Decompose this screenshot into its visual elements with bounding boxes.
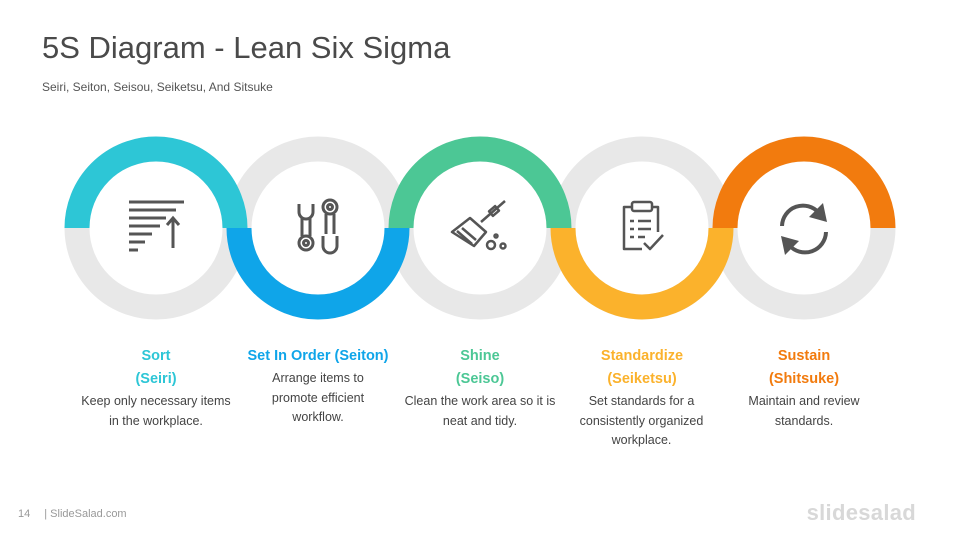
step-shine-subtitle: (Seiso) xyxy=(455,371,505,387)
step-sustain-description: Maintain and review standards. xyxy=(748,394,860,428)
brand-logo: slidesalad xyxy=(806,500,916,525)
arc-shine xyxy=(388,136,572,229)
step-sustain-title: Sustain xyxy=(777,348,831,364)
arc-standardize xyxy=(550,227,734,320)
sort-ascending-icon xyxy=(129,200,184,252)
page-title: 5S Diagram - Lean Six Sigma xyxy=(42,30,451,65)
arc-sort xyxy=(64,136,248,229)
footer: 14 | SlideSalad.com xyxy=(18,508,127,520)
step-sort: Sort (Seiri) Keep only necessary items i… xyxy=(71,345,241,431)
step-set-in-order: Set In Order (Seiton) Arrange items to p… xyxy=(228,345,408,428)
step-shine-title: Shine xyxy=(460,348,500,364)
step-set-in-order-title: Set In Order (Seiton) xyxy=(247,348,389,364)
step-sort-subtitle: (Seiri) xyxy=(135,371,177,387)
step-shine: Shine (Seiso) Clean the work area so it … xyxy=(395,345,565,431)
step-sustain-subtitle: (Shitsuke) xyxy=(768,371,840,387)
step-set-in-order-description: Arrange items to promote efficient workf… xyxy=(271,371,365,424)
refresh-cycle-icon xyxy=(780,203,828,255)
footer-source: | SlideSalad.com xyxy=(44,508,127,520)
broom-icon xyxy=(450,200,507,251)
page-number: 14 xyxy=(18,508,31,520)
step-sort-title: Sort xyxy=(141,348,171,364)
step-shine-description: Clean the work area so it is neat and ti… xyxy=(404,394,556,428)
step-standardize-title: Standardize xyxy=(600,348,684,364)
checklist-clipboard-icon xyxy=(622,200,664,251)
step-standardize-description: Set standards for a consistently organiz… xyxy=(579,394,704,447)
step-standardize-subtitle: (Seiketsu) xyxy=(607,371,677,387)
step-sustain: Sustain (Shitsuke) Maintain and review s… xyxy=(719,345,889,431)
arc-set-in-order xyxy=(226,227,410,320)
step-standardize: Standardize (Seiketsu) Set standards for… xyxy=(557,345,727,451)
arc-sustain xyxy=(712,136,896,229)
page-subtitle: Seiri, Seiton, Seisou, Seiketsu, And Sit… xyxy=(42,80,273,94)
wrench-tools-icon xyxy=(297,198,339,255)
step-sort-description: Keep only necessary items in the workpla… xyxy=(81,394,231,428)
